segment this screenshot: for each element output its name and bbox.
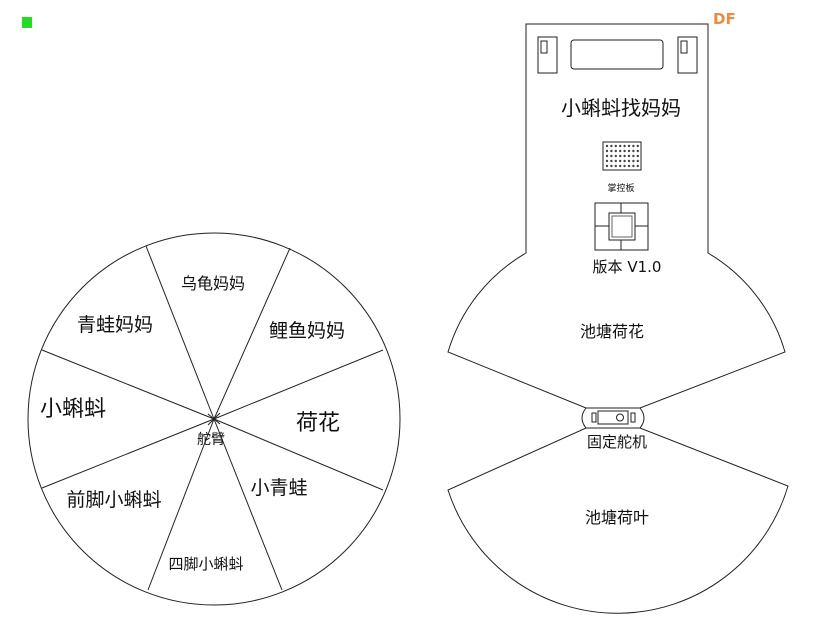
wheel-divider xyxy=(147,418,215,591)
display-window xyxy=(570,39,664,70)
grid-dot xyxy=(605,154,609,158)
wheel-divider xyxy=(145,245,215,420)
segment-label: 四脚小蝌蚪 xyxy=(168,555,243,573)
segment-label: 前脚小蝌蚪 xyxy=(66,489,161,511)
segment-label: 小青蛙 xyxy=(250,477,307,499)
grid-dot xyxy=(623,154,626,158)
grid-dot xyxy=(623,159,626,163)
status-marker xyxy=(22,17,32,28)
grid-dot xyxy=(632,159,635,163)
grid-dot xyxy=(636,144,639,148)
wheel-divider xyxy=(213,247,291,420)
grid-dot xyxy=(636,159,639,163)
grid-dot xyxy=(619,154,622,158)
grid-dot xyxy=(623,164,626,168)
grid-dot xyxy=(610,144,613,148)
grid-dot xyxy=(627,149,631,153)
segment-label: 青蛙妈妈 xyxy=(77,314,153,336)
grid-dot xyxy=(610,164,613,168)
grid-dot xyxy=(627,144,631,148)
grid-dot xyxy=(610,154,613,158)
top-fan-label: 池塘荷花 xyxy=(580,322,644,341)
grid-dot xyxy=(614,154,617,158)
controller-mount-icon xyxy=(594,202,649,251)
wheel-divider xyxy=(213,418,283,591)
grid-dot xyxy=(614,144,617,148)
grid-dot xyxy=(627,164,631,168)
version-label: 版本 V1.0 xyxy=(593,258,662,276)
right-switch-icon xyxy=(677,36,698,74)
grid-dot xyxy=(632,144,635,148)
grid-dot xyxy=(605,164,609,168)
grid-dot xyxy=(619,164,622,168)
grid-dot xyxy=(632,164,635,168)
wheel-divider xyxy=(213,418,384,491)
right-switch-knob xyxy=(680,40,688,54)
grid-dot xyxy=(610,149,613,153)
grid-dot xyxy=(605,149,609,153)
df-logo: DF xyxy=(713,10,736,28)
servo-label: 固定舵机 xyxy=(587,433,647,451)
bottom-fan-label: 池塘荷叶 xyxy=(585,508,649,527)
wheel-divider xyxy=(213,349,384,420)
grid-dot xyxy=(627,159,631,163)
waist-right-edge xyxy=(639,407,645,429)
segment-label: 鲤鱼妈妈 xyxy=(269,320,345,342)
grid-dot xyxy=(605,144,609,148)
left-switch-icon xyxy=(537,36,558,74)
bottom-fan-outline xyxy=(447,427,789,614)
grid-dot xyxy=(627,154,631,158)
board-top-row xyxy=(537,36,698,74)
grid-dot xyxy=(614,164,617,168)
hub-mark xyxy=(207,412,221,426)
grid-dot xyxy=(605,159,609,163)
waist-left-edge xyxy=(581,407,587,429)
servo-slot-icon xyxy=(591,410,636,425)
grid-dot xyxy=(614,149,617,153)
grid-dot xyxy=(636,149,639,153)
grid-dot xyxy=(632,154,635,158)
grid-dot xyxy=(623,149,626,153)
center-label: 舵臂 xyxy=(197,432,225,448)
segment-label: 小蝌蚪 xyxy=(40,397,106,422)
segment-label: 乌龟妈妈 xyxy=(181,274,245,293)
grid-dot xyxy=(614,159,617,163)
grid-dot xyxy=(636,154,639,158)
grid-dot xyxy=(619,149,622,153)
grid-dot xyxy=(619,144,622,148)
segment-label: 荷花 xyxy=(296,411,340,436)
wheel-divider xyxy=(41,349,215,420)
controller-label: 掌控板 xyxy=(607,182,634,194)
module-grid xyxy=(602,141,642,171)
grid-dot xyxy=(632,149,635,153)
grid-dot xyxy=(610,159,613,163)
wheel xyxy=(27,232,401,606)
wheel-divider xyxy=(41,418,215,489)
grid-dot xyxy=(623,144,626,148)
left-switch-knob xyxy=(540,40,548,54)
grid-dot xyxy=(636,164,639,168)
wheel-labels: 乌龟妈妈 鲤鱼妈妈 荷花 小青蛙 四脚小蝌蚪 前脚小蝌蚪 小蝌蚪 青蛙妈妈 舵臂 xyxy=(40,274,345,573)
board-title: 小蝌蚪找妈妈 xyxy=(561,96,681,120)
grid-dot xyxy=(619,159,622,163)
